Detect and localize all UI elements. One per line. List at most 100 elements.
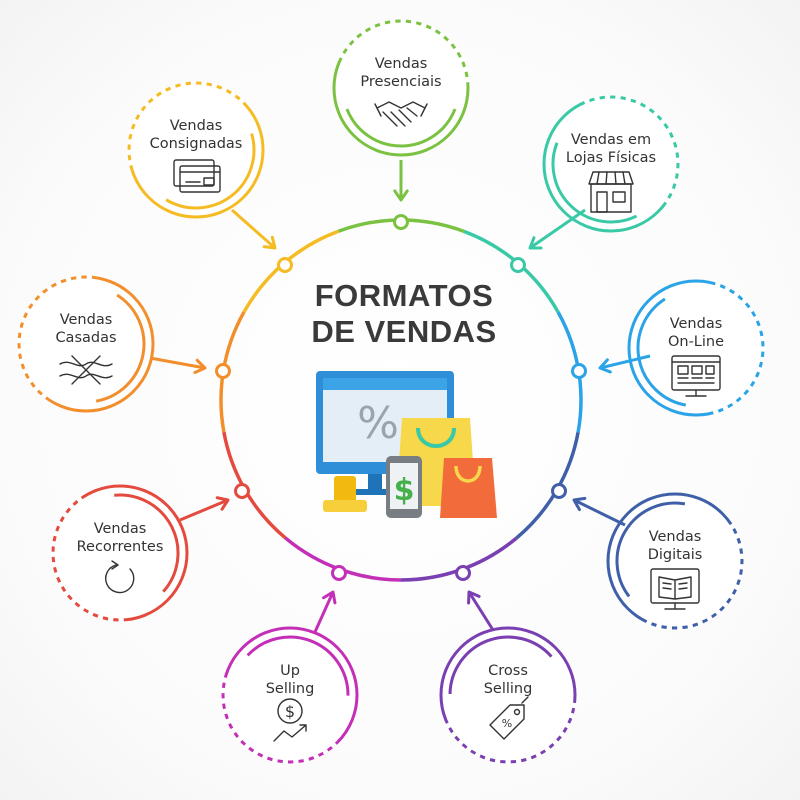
- node-label-line-1: Vendas: [60, 312, 113, 328]
- central-title: FORMATOS DE VENDAS: [311, 278, 496, 349]
- ring-connector-dot: [510, 257, 526, 273]
- connector-line: [179, 498, 229, 522]
- ring-connector-dot: [215, 363, 231, 379]
- node-label-line-2: Digitais: [648, 547, 703, 563]
- smartphone-screen: [390, 463, 418, 509]
- ring-segment: [461, 536, 518, 572]
- node-circle: [542, 95, 680, 233]
- ring-segment: [242, 262, 285, 313]
- ring-connector-dot: [571, 363, 587, 379]
- ring-segment: [339, 567, 402, 582]
- ring-segment: [515, 488, 559, 540]
- node-inner-arc: [551, 142, 638, 224]
- ring-segment: [282, 229, 340, 265]
- ring-segment: [243, 488, 287, 540]
- connector-line: [599, 354, 651, 370]
- ring-segment: [463, 229, 521, 266]
- node-inner-arc: [615, 501, 686, 598]
- node-label-line-2: Casadas: [55, 330, 116, 346]
- node-inner-arc: [165, 133, 256, 210]
- handshake-icon: [374, 101, 428, 127]
- ring-segment: [337, 218, 402, 233]
- connector-line: [467, 591, 495, 631]
- connector-line: [149, 356, 206, 370]
- node-dash-overlay: [542, 95, 680, 233]
- node-label-line-1: Vendas: [649, 529, 702, 545]
- node-label-line-1: Up: [280, 663, 300, 679]
- node-label-line-2: Selling: [484, 681, 533, 697]
- ring-segment: [400, 218, 465, 233]
- node-dash-overlay: [627, 279, 765, 417]
- price-tag-icon: %: [489, 696, 529, 740]
- ring-segment: [400, 567, 463, 582]
- dollar-sign: $: [394, 473, 415, 508]
- node-inner-arc: [114, 493, 180, 593]
- ring-segment: [221, 311, 246, 372]
- arrow-head: [262, 235, 277, 250]
- ebook-monitor-icon: [650, 568, 700, 610]
- title-line-2: DE VENDAS: [311, 314, 496, 349]
- node-circle: [17, 275, 155, 413]
- node-label-line-1: Vendas: [94, 521, 147, 537]
- node-label-line-1: Cross: [488, 663, 528, 679]
- connector-line: [231, 208, 276, 250]
- node-dash-overlay: [51, 484, 189, 622]
- recurring-arrow-icon: [105, 560, 135, 594]
- title-line-1: FORMATOS: [315, 278, 494, 313]
- node-label-line-1: Vendas em: [571, 132, 651, 148]
- yellow-bag-handle: [416, 427, 456, 448]
- monitor-top-bar: [323, 378, 447, 390]
- connector-line: [573, 498, 626, 527]
- arrow-head: [393, 189, 409, 202]
- ring-segment: [517, 262, 560, 314]
- arrow-head: [322, 590, 337, 605]
- percent-sign: %: [357, 398, 399, 449]
- ring-connector-dot: [234, 483, 250, 499]
- node-inner-arc: [95, 293, 146, 403]
- node-inner-arc: [345, 108, 457, 148]
- arrow-head: [193, 358, 207, 374]
- node-label-line-1: Vendas: [375, 56, 428, 72]
- ring-segment: [284, 536, 341, 572]
- node-dash-overlay: [606, 492, 744, 630]
- node-label-line-2: Recorrentes: [77, 539, 164, 555]
- node-dash-overlay: [221, 626, 359, 764]
- svg-text:$: $: [285, 702, 295, 721]
- ring-connector-dot: [331, 565, 347, 581]
- node-inner-arc: [448, 635, 553, 695]
- orange-bag-handle: [454, 465, 482, 483]
- ring-connector-dot: [277, 257, 293, 273]
- credit-card-icon: [173, 159, 221, 193]
- orange-shopping-bag: [440, 458, 497, 518]
- node-circle: [606, 492, 744, 630]
- ecommerce-illustration: % $: [316, 371, 497, 518]
- coin-stack-base: [323, 500, 367, 512]
- node-circle: [332, 19, 470, 157]
- node-label-line-2: Consignadas: [150, 136, 243, 152]
- ring-segment: [555, 432, 580, 491]
- tied-items-icon: [59, 355, 113, 385]
- svg-text:%: %: [502, 717, 512, 730]
- node-dash-overlay: [127, 81, 265, 219]
- node-circle: [221, 626, 359, 764]
- ring-connector-dot: [455, 565, 471, 581]
- node-label-line-2: Selling: [266, 681, 315, 697]
- connector-line: [313, 591, 335, 633]
- ring-segment: [222, 431, 247, 491]
- arrow-head: [572, 496, 587, 512]
- ring-segment: [576, 370, 583, 433]
- arrow-head: [467, 590, 481, 605]
- monitor-neck: [368, 474, 382, 490]
- node-label-line-2: Presenciais: [360, 74, 441, 90]
- connector-line: [529, 208, 586, 250]
- storefront-icon: [588, 171, 634, 213]
